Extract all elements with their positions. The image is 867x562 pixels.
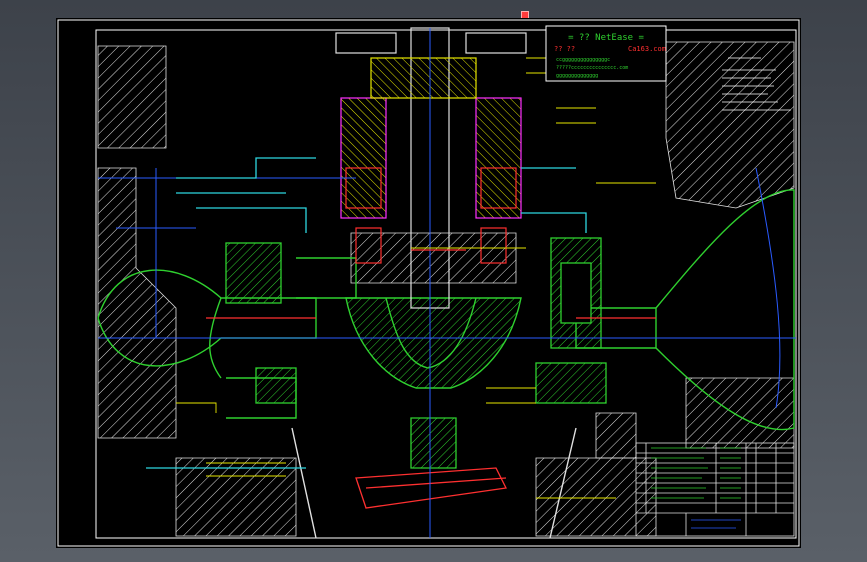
section-markers: [206, 249, 656, 319]
inner-frame: [95, 29, 797, 539]
runner-cone: [291, 297, 577, 539]
stamp-link2: ?????ccccccccccccccc.com: [556, 65, 628, 71]
title-block-entries: [651, 447, 741, 529]
stamp-line1-left: ?? ??: [554, 45, 575, 53]
concrete-hatch: [97, 41, 795, 537]
drawing-sheet: = ?? NetEase = ?? ?? Ca163.com ccggggggg…: [56, 18, 801, 548]
netease-stamp: = ?? NetEase = ?? ?? Ca163.com ccggggggg…: [545, 25, 667, 82]
guide-vane-servo: [225, 237, 607, 404]
stamp-link1: ccgggggggggggggggc: [556, 57, 610, 63]
draft-tube: [355, 417, 507, 509]
dimension-lines: [176, 57, 656, 499]
auxiliary-piping: [146, 157, 587, 469]
outer-frame: [57, 19, 800, 547]
stamp-line1-right: Ca163.com: [628, 45, 666, 53]
stamp-brand: = ?? NetEase =: [568, 33, 644, 43]
stamp-link3: gggggggggggggg: [556, 73, 598, 79]
turbine-section-drawing: = ?? NetEase = ?? ?? Ca163.com ccggggggg…: [57, 19, 800, 547]
title-block: [635, 442, 795, 537]
technical-notes: [722, 57, 791, 111]
